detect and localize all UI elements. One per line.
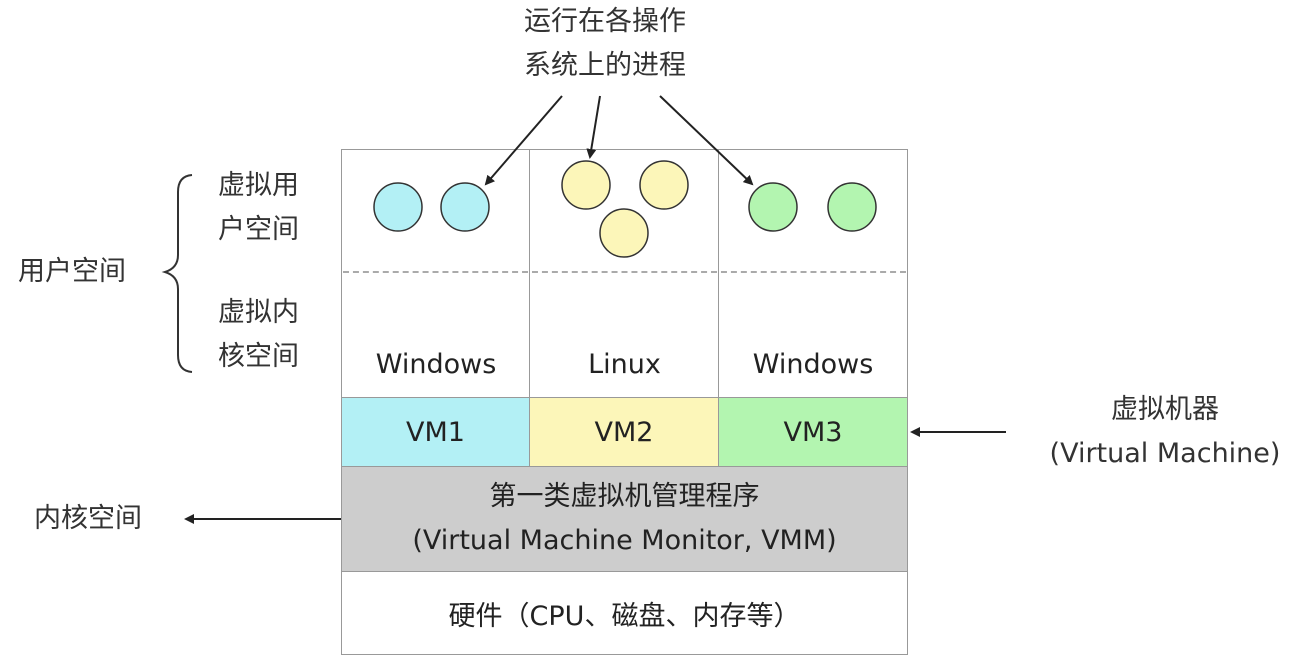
virtual-machine-label: 虚拟机器 (Virtual Machine) <box>1030 388 1300 476</box>
process-vm3-2 <box>827 182 877 232</box>
virtual-machine-line1: 虚拟机器 <box>1111 394 1219 425</box>
process-vm2-1 <box>561 160 611 210</box>
vmm-title: 第一类虚拟机管理程序 <box>489 481 760 512</box>
hardware-label: 硬件（CPU、磁盘、内存等） <box>448 600 801 632</box>
process-vm2-3 <box>599 208 649 258</box>
processes-label-line1: 运行在各操作 <box>524 6 686 37</box>
process-vm3-1 <box>748 182 798 232</box>
arrow-to-vm2-process <box>586 95 601 159</box>
arrow-to-vm3-process <box>659 95 754 186</box>
diagram-frame <box>341 149 908 655</box>
process-vm1-2 <box>440 182 490 232</box>
virtual-user-space-label: 虚拟用 户空间 <box>218 164 299 252</box>
vmm-box: 第一类虚拟机管理程序 (Virtual Machine Monitor, VMM… <box>342 466 907 572</box>
user-space-label: 用户空间 <box>18 256 126 287</box>
processes-label-line2: 系统上的进程 <box>524 50 686 81</box>
os-label-vm1: Windows <box>375 348 497 380</box>
vm1-box: VM1 <box>342 397 530 466</box>
arrow-to-vm1-process <box>484 95 563 186</box>
process-vm1-1 <box>373 182 423 232</box>
virtual-user-space-line2: 户空间 <box>218 214 299 245</box>
vm3-label: VM3 <box>783 416 843 448</box>
kernel-space-label: 内核空间 <box>34 503 142 534</box>
virtual-machine-line2: (Virtual Machine) <box>1049 438 1281 469</box>
user-space-brace <box>161 174 193 373</box>
virtual-user-space-line1: 虚拟用 <box>218 170 299 201</box>
processes-label: 运行在各操作 系统上的进程 <box>480 0 730 88</box>
virtual-kernel-space-line1: 虚拟内 <box>218 297 299 328</box>
user-kernel-dashed-divider <box>343 271 906 273</box>
column-divider-2 <box>718 149 719 397</box>
hardware-box: 硬件（CPU、磁盘、内存等） <box>342 572 907 654</box>
vm2-box: VM2 <box>530 397 719 466</box>
vm3-box: VM3 <box>719 397 907 466</box>
vm1-label: VM1 <box>406 416 465 448</box>
process-vm2-2 <box>639 160 689 210</box>
column-divider-1 <box>529 149 530 397</box>
vmm-subtitle: (Virtual Machine Monitor, VMM) <box>412 525 837 556</box>
virtual-kernel-space-line2: 核空间 <box>218 341 299 372</box>
virtual-kernel-space-label: 虚拟内 核空间 <box>218 291 299 379</box>
os-label-vm3: Windows <box>752 348 874 380</box>
vm2-label: VM2 <box>594 416 654 448</box>
os-label-vm2: Linux <box>588 348 661 380</box>
